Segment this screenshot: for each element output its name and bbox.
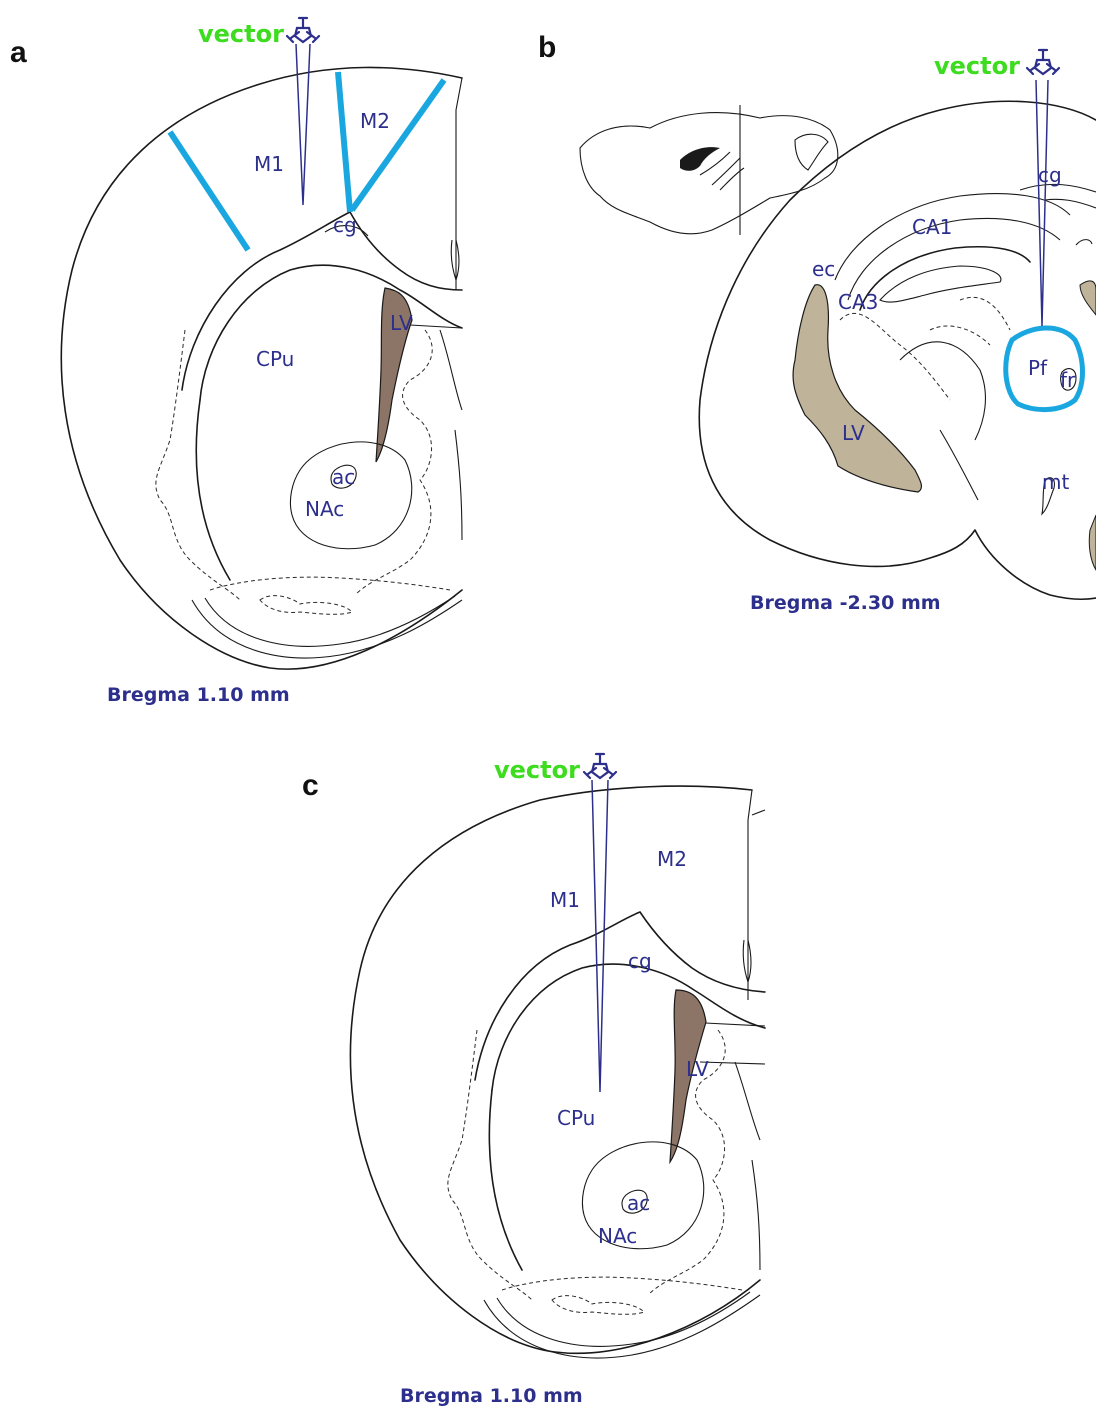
virus-particle-icon (1027, 50, 1059, 74)
panel-b-label-ca3: CA3 (838, 290, 878, 314)
panel-b-hippocampus-pyramidal (860, 247, 1030, 310)
panel-a-label-lv: LV (390, 311, 413, 335)
panel-c-callosum-lower (700, 1023, 765, 1064)
panel-b-ventricle-notch (1076, 240, 1092, 245)
panel-c-label-nac: NAc (598, 1224, 637, 1248)
panel-b-third-ventricle (1089, 515, 1096, 570)
panel-b-dashed-2 (930, 297, 1010, 345)
panel-c-label-cg: cg (628, 949, 652, 973)
panel-a-letter: a (10, 36, 27, 69)
panel-b-vector-label: vector (934, 52, 1020, 80)
panel-c-label-cpu: CPu (557, 1106, 595, 1130)
panel-a-dashed-contour-bottom (210, 577, 450, 590)
panel-b-label-fr: fr (1060, 368, 1076, 392)
panel-b-lateral-ventricle (793, 285, 921, 492)
panel-a-band-2 (338, 72, 350, 212)
panel-a: a vector (10, 18, 462, 706)
panel-b-label-pf: Pf (1028, 356, 1048, 380)
panel-a-right-contour (440, 330, 462, 540)
panel-c-label-lv: LV (686, 1057, 709, 1081)
panel-b-sagittal-inset (580, 105, 838, 235)
panel-c-right-contour (735, 1062, 760, 1270)
panel-c-corpus-callosum-inner (492, 964, 765, 1090)
panel-a-label-m1: M1 (254, 152, 284, 176)
panel-b-injection-needle (1036, 80, 1048, 326)
panel-c-cpu-outline (489, 1090, 522, 1270)
panel-a-label-cg: cg (333, 213, 357, 237)
panel-a-dashed-contour-left (156, 330, 240, 600)
panel-c-letter: c (302, 769, 319, 802)
panel-b-brain-outline (699, 101, 1096, 599)
panel-a-cpu-outline (196, 400, 230, 580)
panel-a-label-nac: NAc (305, 497, 344, 521)
panel-a-label-ac: ac (332, 465, 355, 489)
panel-a-corpus-callosum (182, 212, 462, 390)
panel-c-label-m1: M1 (550, 888, 580, 912)
panel-a-nac-outline (290, 442, 411, 549)
panel-a-bregma-label: Bregma 1.10 mm (107, 684, 290, 706)
panel-c-bregma-label: Bregma 1.10 mm (400, 1385, 583, 1407)
panel-c-midline-notch (743, 940, 751, 982)
panel-c-midline (748, 790, 752, 1000)
virus-particle-icon (287, 18, 319, 42)
panel-b-lateral-ventricle-right (1080, 281, 1096, 315)
panel-b-bregma-label: Bregma -2.30 mm (750, 592, 941, 614)
panel-c-right-edge (752, 810, 765, 815)
panel-c: c vector M2 M1 cg LV CPu ac NAc (302, 754, 765, 1407)
panel-c-injection-needle (592, 780, 608, 1092)
panel-b-label-mt: mt (1042, 470, 1069, 494)
panel-b: b vector (538, 31, 1096, 614)
panel-b-label-ec: ec (812, 257, 835, 281)
panel-b-label-ca1: CA1 (912, 215, 952, 239)
panel-c-vector-label: vector (494, 756, 580, 784)
panel-a-band-1 (170, 132, 248, 250)
panel-c-dashed-contour-bottom (502, 1277, 742, 1290)
panel-a-dashed-blob (260, 596, 352, 615)
panel-c-label-m2: M2 (657, 847, 687, 871)
panel-a-label-m2: M2 (360, 109, 390, 133)
panel-b-dentate-gyrus (880, 266, 1001, 302)
panel-b-label-lv: LV (842, 421, 865, 445)
panel-a-injection-needle (296, 44, 310, 205)
panel-b-dashed-1 (840, 313, 950, 400)
virus-particle-icon (584, 754, 616, 778)
panel-c-corpus-callosum (475, 912, 765, 1080)
panel-c-olfactory-arc-2 (497, 1292, 750, 1346)
panel-a-corpus-callosum-inner (200, 265, 462, 400)
panel-a-band-3 (352, 80, 444, 210)
panel-a-callosum-lower (410, 325, 462, 328)
panel-a-vector-label: vector (198, 20, 284, 48)
panel-b-letter: b (538, 31, 556, 64)
panel-a-midline-notch (451, 240, 459, 280)
panel-a-label-cpu: CPu (256, 347, 294, 371)
panel-c-label-ac: ac (627, 1191, 650, 1215)
panel-a-olfactory-arc-1 (192, 600, 462, 658)
panel-c-dashed-blob (552, 1296, 644, 1315)
panel-b-label-cg: cg (1038, 163, 1062, 187)
